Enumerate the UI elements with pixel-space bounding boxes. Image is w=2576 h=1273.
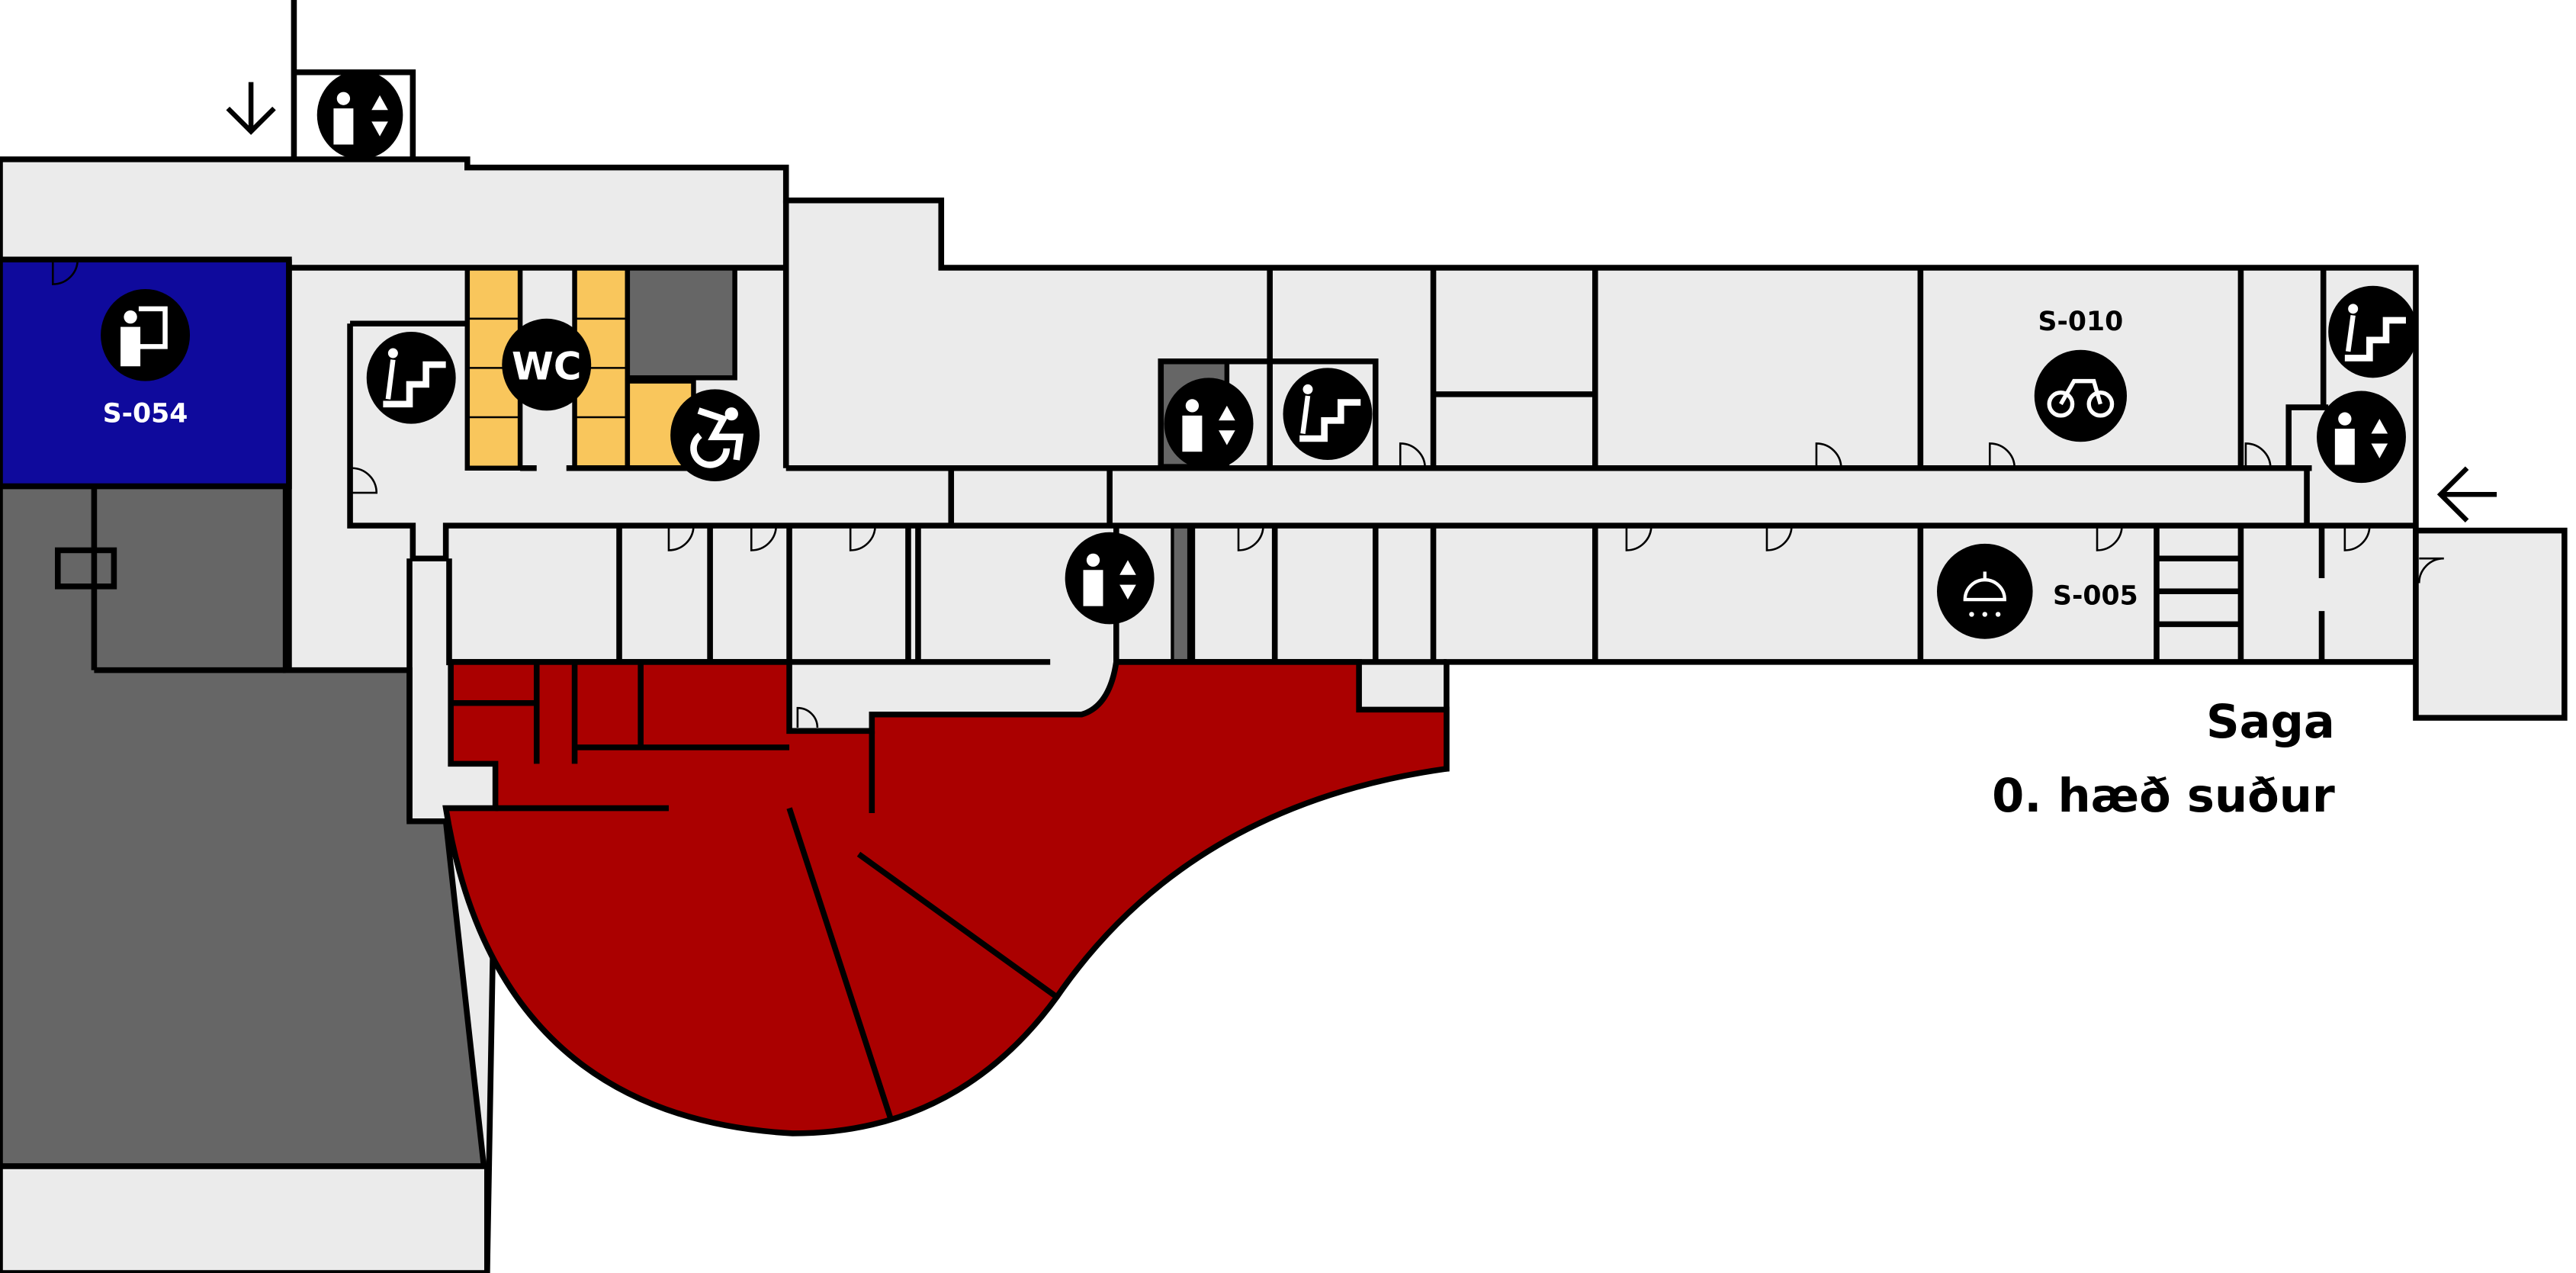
stairs-icon[interactable] xyxy=(2328,285,2418,378)
entrance-arrow-left-icon xyxy=(2436,466,2497,522)
stairs-icon[interactable] xyxy=(366,332,456,424)
bicycle-icon xyxy=(2034,349,2128,442)
wheelchair-accessible-icon xyxy=(670,389,760,481)
lecture-room-icon xyxy=(101,289,191,381)
building-name: Saga xyxy=(2206,696,2335,749)
doors xyxy=(51,259,2444,728)
elevator-icon[interactable] xyxy=(2317,391,2406,484)
stairs-icon[interactable] xyxy=(1283,368,1373,460)
elevator-icon[interactable] xyxy=(316,70,403,159)
utility-room xyxy=(625,265,737,381)
bottom-left-room[interactable] xyxy=(0,1163,490,1273)
room-label-s-005: S-005 xyxy=(2053,581,2138,612)
room-label-s-010: S-010 xyxy=(2038,307,2124,337)
wc-label: WC xyxy=(512,345,581,389)
floor-name: 0. hæð suður xyxy=(1992,770,2335,823)
annex-room[interactable] xyxy=(2413,527,2568,721)
restricted-area xyxy=(442,659,1450,1136)
elevator-icon[interactable] xyxy=(1065,532,1155,625)
elevator-icon[interactable] xyxy=(1164,378,1254,470)
service-box xyxy=(54,547,117,590)
shower-icon xyxy=(1936,543,2033,639)
room-label-s-054: S-054 xyxy=(103,399,188,429)
entrance-arrow-down-icon xyxy=(226,82,276,135)
walls xyxy=(91,200,2416,825)
wc-icon: WC xyxy=(502,318,592,411)
shaft xyxy=(1171,523,1191,664)
